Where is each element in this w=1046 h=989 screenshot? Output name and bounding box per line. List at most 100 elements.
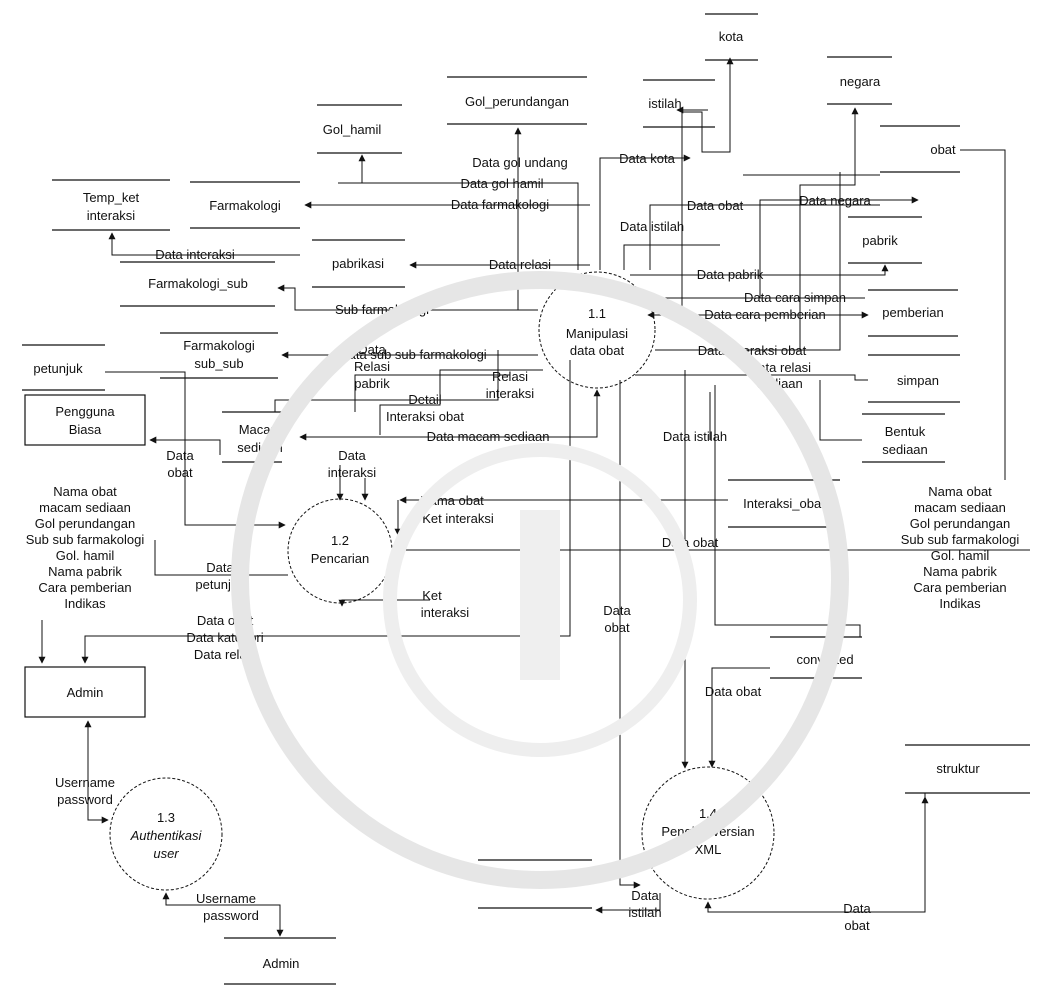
svg-text:Interaksi_obat: Interaksi_obat	[743, 496, 825, 511]
svg-text:Farmakologi: Farmakologi	[209, 198, 281, 213]
flow-label: obat	[844, 918, 870, 933]
store-farmakologi-sub[interactable]: Farmakologi_sub	[120, 261, 275, 307]
svg-text:Sub sub farmakologi: Sub sub farmakologi	[26, 532, 145, 547]
store-farmakologi-sub-sub[interactable]: Farmakologi sub_sub	[160, 332, 278, 379]
flow-label: password	[203, 908, 259, 923]
flow-label: Data istilah	[620, 219, 684, 234]
store-struktur[interactable]: struktur	[905, 744, 1030, 794]
svg-text:macam sediaan: macam sediaan	[39, 500, 131, 515]
store-farmakologi[interactable]: Farmakologi	[190, 181, 300, 229]
flow-label: Relasi	[354, 359, 390, 374]
svg-text:sediaan: sediaan	[882, 442, 928, 457]
svg-text:sediaan: sediaan	[237, 440, 283, 455]
flow-label: Data gol hamil	[460, 176, 543, 191]
svg-text:Cara pemberian: Cara pemberian	[38, 580, 131, 595]
store-kota[interactable]: kota	[705, 13, 758, 61]
flow-label: petunjuk	[195, 577, 245, 592]
svg-text:interaksi: interaksi	[87, 208, 136, 223]
flow-label: Data cara pemberian	[704, 307, 825, 322]
svg-text:obat: obat	[930, 142, 956, 157]
store-admin[interactable]: Admin	[224, 937, 336, 985]
flow-label: Data	[358, 342, 386, 357]
store-simpan[interactable]: simpan	[868, 354, 960, 403]
svg-text:pabrikasi: pabrikasi	[332, 256, 384, 271]
flow-label: Data	[338, 448, 366, 463]
flow-label: obat	[604, 620, 630, 635]
store-pabrikasi[interactable]: pabrikasi	[312, 239, 405, 288]
flow-label: Ket interaksi	[422, 511, 494, 526]
flow-label: password	[57, 792, 113, 807]
store-pemberian[interactable]: pemberian	[868, 289, 958, 337]
svg-text:Cara pemberian: Cara pemberian	[913, 580, 1006, 595]
flow-label: Data	[166, 448, 194, 463]
store-negara[interactable]: negara	[827, 56, 892, 105]
process-label: Manipulasi	[566, 326, 628, 341]
process-label: XML	[695, 842, 722, 857]
flow-label: Interaksi obat	[386, 409, 464, 424]
svg-text:pabrik: pabrik	[862, 233, 898, 248]
svg-text:Nama pabrik: Nama pabrik	[48, 564, 122, 579]
flow-label: sediaan	[757, 376, 803, 391]
flow-label: Data interaksi	[155, 247, 235, 262]
svg-text:Temp_ket: Temp_ket	[83, 190, 140, 205]
flow-label: Nama obat	[420, 493, 484, 508]
svg-text:Indikas: Indikas	[939, 596, 981, 611]
process-label: data obat	[570, 343, 625, 358]
svg-text:simpan: simpan	[897, 373, 939, 388]
flow-label: Data relasi	[489, 257, 551, 272]
flow-label: Data obat	[197, 613, 254, 628]
svg-text:Gol_hamil: Gol_hamil	[323, 122, 382, 137]
store-gol-hamil[interactable]: Gol_hamil	[317, 104, 402, 154]
flow-label: interaksi	[421, 605, 470, 620]
svg-text:Gol perundangan: Gol perundangan	[910, 516, 1010, 531]
svg-text:istilah: istilah	[648, 96, 681, 111]
flow-label: istilah	[628, 905, 661, 920]
svg-text:Gol. hamil: Gol. hamil	[56, 548, 115, 563]
process-pengkonversian-xml[interactable]: 1.4 Pengkonversian XML	[641, 766, 775, 900]
svg-text:sub_sub: sub_sub	[194, 356, 243, 371]
process-manipulasi-data-obat[interactable]: 1.1 Manipulasi data obat	[538, 271, 656, 389]
store-bentuk-sediaan[interactable]: Bentuk sediaan	[862, 413, 945, 463]
store-macam-sediaan[interactable]: Macam sediaan	[222, 411, 283, 463]
flow-label: Data interaksi obat	[698, 343, 807, 358]
svg-text:Nama obat: Nama obat	[53, 484, 117, 499]
flow-label: pabrik	[354, 376, 390, 391]
entity-pengguna-biasa[interactable]: Pengguna Biasa	[24, 394, 146, 446]
svg-text:Admin: Admin	[263, 956, 300, 971]
flow-label: interaksi	[328, 465, 377, 480]
store-converted[interactable]: converted	[770, 636, 862, 679]
entity-label: Biasa	[69, 422, 102, 437]
svg-text:Gol. hamil: Gol. hamil	[931, 548, 990, 563]
entity-admin[interactable]: Admin	[24, 666, 146, 718]
svg-text:Nama pabrik: Nama pabrik	[923, 564, 997, 579]
search-fields-right: Nama obat macam sediaan Gol perundangan …	[901, 484, 1020, 611]
entity-label: Pengguna	[55, 404, 115, 419]
process-number: 1.3	[157, 810, 175, 825]
flow-label: Relasi	[492, 369, 528, 384]
svg-text:Indikas: Indikas	[64, 596, 106, 611]
store-temp-ket-interaksi[interactable]: Temp_ket interaksi	[52, 179, 170, 231]
flow-label: Data	[603, 603, 631, 618]
store-pabrik[interactable]: pabrik	[848, 216, 922, 264]
store-interaksi-obat[interactable]: Interaksi_obat	[728, 479, 840, 528]
process-label: Pencarian	[311, 551, 370, 566]
flow-label: Data cara simpan	[744, 290, 846, 305]
svg-text:petunjuk: petunjuk	[33, 361, 83, 376]
flow-label: interaksi	[486, 386, 535, 401]
svg-text:Farmakologi_sub: Farmakologi_sub	[148, 276, 248, 291]
store-petunjuk[interactable]: petunjuk	[22, 344, 105, 391]
search-fields-left: Nama obat macam sediaan Gol perundangan …	[26, 484, 145, 611]
svg-text:negara: negara	[840, 74, 881, 89]
store-obat[interactable]: obat	[880, 125, 960, 173]
flow-label: Data macam sediaan	[427, 429, 550, 444]
process-authentikasi-user[interactable]: 1.3 Authentikasi user	[109, 777, 223, 891]
flow-label: Ket	[422, 588, 442, 603]
flow-label: Username	[196, 891, 256, 906]
store-istilah-top[interactable]: istilah	[643, 79, 715, 128]
store-gol-perundangan[interactable]: Gol_perundangan	[447, 76, 587, 125]
entity-label: Admin	[67, 685, 104, 700]
svg-text:macam sediaan: macam sediaan	[914, 500, 1006, 515]
store-istilah-bottom[interactable]: istilah	[478, 859, 592, 909]
process-pencarian[interactable]: 1.2 Pencarian	[287, 498, 393, 604]
